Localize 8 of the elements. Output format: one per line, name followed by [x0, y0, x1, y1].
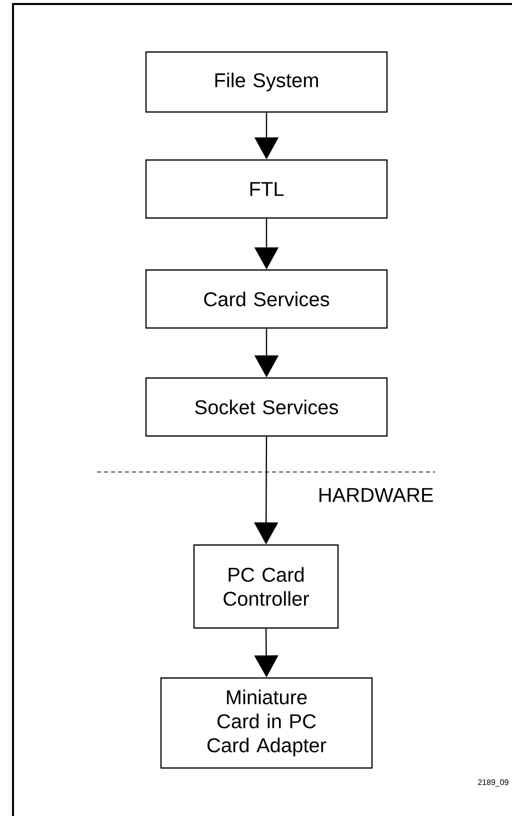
process-box: Card Services	[145, 269, 388, 329]
process-box: PC Card Controller	[193, 544, 339, 629]
process-box: File System	[145, 51, 388, 113]
process-box: FTL	[145, 159, 388, 219]
process-box: Miniature Card in PC Card Adapter	[160, 677, 373, 769]
process-box: Socket Services	[145, 377, 388, 437]
hardware-label: HARDWARE	[320, 488, 433, 502]
figure-number: 2189_09	[478, 779, 508, 787]
